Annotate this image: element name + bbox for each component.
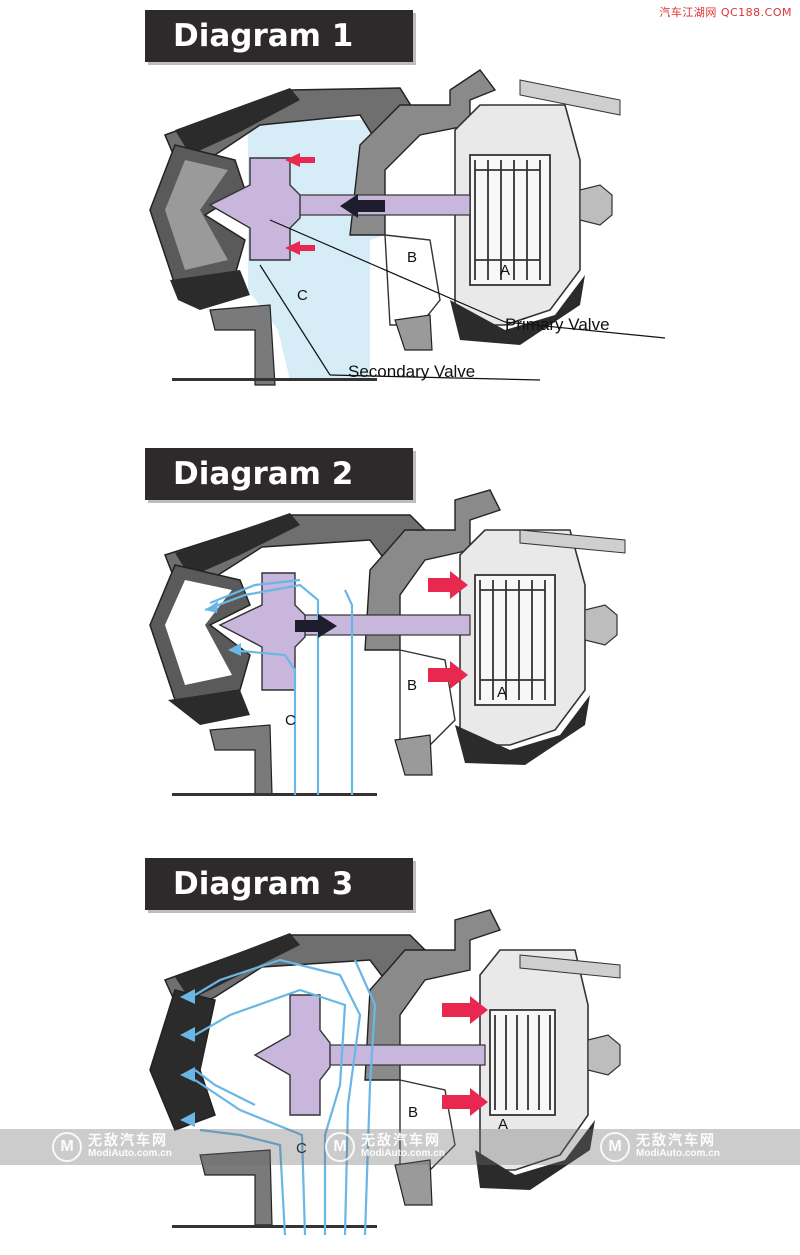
diagram-2-title: Diagram 2 bbox=[145, 448, 413, 500]
watermark-en: ModiAuto.com.cn bbox=[88, 1148, 172, 1159]
housing-upper-dark bbox=[175, 88, 300, 155]
diagram-1-illustration: B A C Primary Valve Secondary Valve bbox=[149, 69, 666, 386]
movement-arrow bbox=[295, 614, 337, 638]
callout-primary-valve: Primary Valve bbox=[505, 315, 610, 334]
pressure-arrow bbox=[428, 661, 468, 689]
adjuster-bolt bbox=[579, 184, 613, 226]
airflow-arrow bbox=[180, 1112, 195, 1127]
airflow-arrow bbox=[180, 989, 195, 1004]
airflow bbox=[204, 578, 354, 795]
watermark-band bbox=[0, 1129, 800, 1165]
spring bbox=[474, 574, 556, 706]
watermark-en: ModiAuto.com.cn bbox=[636, 1148, 720, 1159]
watermark-en: ModiAuto.com.cn bbox=[361, 1148, 445, 1159]
diagram-3-title: Diagram 3 bbox=[145, 858, 413, 910]
airflow-arrow bbox=[205, 601, 218, 613]
diagram-2-illustration: B A C bbox=[149, 489, 626, 796]
watermark-cn: 无敌汽车网 bbox=[636, 1132, 716, 1148]
pressure-arrow bbox=[285, 241, 315, 255]
valve-head bbox=[253, 994, 331, 1116]
housing-lower bbox=[170, 270, 250, 310]
watermark-badge-icon: M bbox=[600, 1132, 630, 1162]
label-b: B bbox=[408, 1104, 418, 1121]
airflow bbox=[194, 958, 377, 1236]
watermark-cn: 无敌汽车网 bbox=[361, 1132, 441, 1148]
airflow-arrow bbox=[180, 1027, 195, 1042]
housing-nose bbox=[149, 989, 216, 1131]
pressure-arrow bbox=[285, 153, 315, 167]
spring bbox=[469, 154, 551, 286]
airflow-arrow bbox=[180, 1067, 195, 1082]
label-a: A bbox=[500, 262, 510, 279]
pressure-arrow bbox=[442, 996, 488, 1024]
diagram-3-illustration: B A C bbox=[149, 909, 621, 1236]
label-a: A bbox=[497, 684, 507, 701]
movement-arrow bbox=[340, 194, 385, 218]
watermark-badge-icon: M bbox=[52, 1132, 82, 1162]
pressure-arrow bbox=[428, 571, 468, 599]
watermark-cn: 无敌汽车网 bbox=[88, 1132, 168, 1148]
label-b: B bbox=[407, 677, 417, 694]
adjuster-bolt bbox=[587, 1034, 621, 1076]
label-c: C bbox=[285, 712, 296, 729]
airflow-arrow bbox=[228, 643, 241, 656]
label-c: C bbox=[296, 1140, 307, 1157]
label-b: B bbox=[407, 249, 417, 266]
label-a: A bbox=[498, 1116, 508, 1133]
corner-watermark: 汽车江湖网 QC188.COM bbox=[659, 6, 792, 19]
diagram-1-title: Diagram 1 bbox=[145, 10, 413, 62]
label-c: C bbox=[297, 287, 308, 304]
watermark-badge-icon: M bbox=[325, 1132, 355, 1162]
pressure-arrow bbox=[442, 1088, 488, 1116]
callout-secondary-valve: Secondary Valve bbox=[348, 362, 475, 381]
valve-head bbox=[208, 157, 301, 261]
adjuster-bolt bbox=[584, 604, 618, 646]
spring bbox=[489, 1009, 556, 1116]
